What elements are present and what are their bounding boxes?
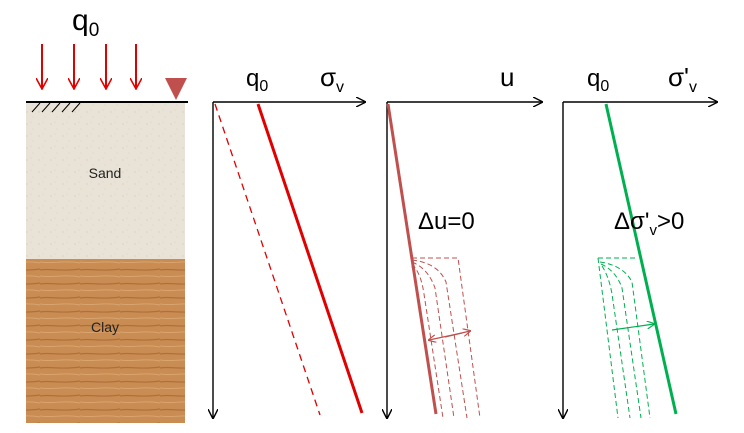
- pore-pressure-axis-label: u: [500, 62, 514, 92]
- water-table-icon: [165, 78, 187, 100]
- clay-layer: [26, 259, 185, 423]
- effective-q0-label: q0: [587, 65, 609, 95]
- effective-stress-panel: q0 σ'v Δσ'v>0: [563, 62, 717, 418]
- sand-layer: [26, 102, 185, 259]
- load-arrows: [42, 44, 136, 88]
- load-label: q0: [72, 4, 99, 41]
- effective-stress-isochrones: [597, 257, 651, 419]
- final-total-stress-line: [256, 103, 364, 414]
- total-stress-panel: q0 σv: [213, 62, 365, 418]
- sand-label: Sand: [89, 165, 122, 181]
- ground-hatch: [31, 102, 81, 113]
- pore-pressure-annotation: Δu=0: [418, 208, 475, 235]
- initial-total-stress-line: [214, 103, 321, 416]
- effective-stress-increase-arrow: [611, 324, 654, 331]
- hydrostatic-pore-pressure-line: [386, 103, 438, 415]
- clay-label: Clay: [91, 319, 119, 335]
- total-stress-axis-label: σv: [320, 62, 344, 96]
- total-q0-label: q0: [246, 65, 268, 95]
- effective-stress-axis-label: σ'v: [668, 62, 697, 96]
- excess-pore-pressure-isochrones: [411, 257, 481, 419]
- final-effective-stress-line: [604, 103, 678, 415]
- pore-dissipation-arrow-right: [444, 331, 470, 338]
- effective-stress-annotation: Δσ'v>0: [614, 208, 684, 239]
- pore-pressure-panel: u Δu=0: [387, 62, 542, 418]
